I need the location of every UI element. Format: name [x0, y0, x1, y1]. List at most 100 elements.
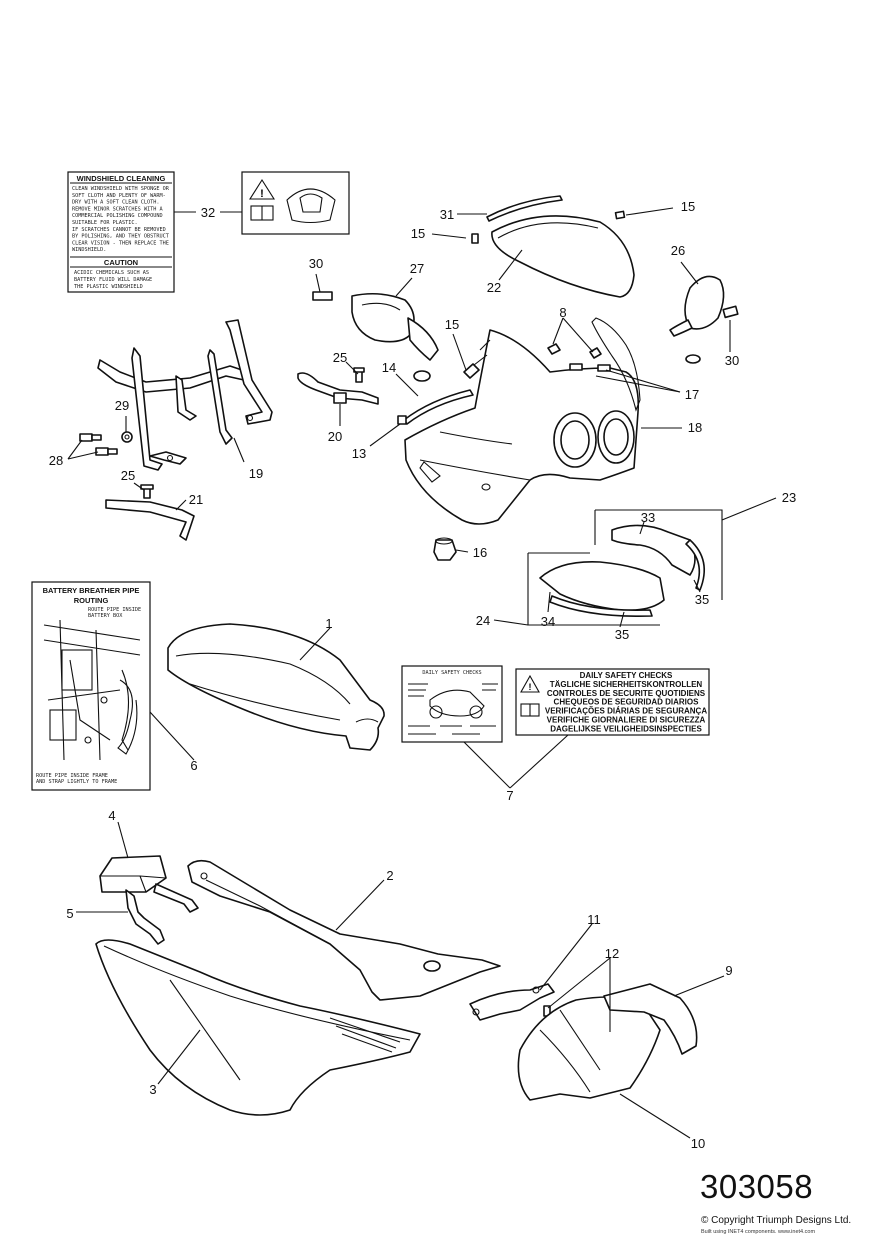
edge-trim-35b	[685, 539, 706, 591]
callout-7: 7	[506, 788, 513, 803]
mirror-right	[684, 275, 725, 330]
callout-16: 16	[473, 545, 487, 560]
label-line: SUITABLE FOR PLASTIC.	[72, 220, 138, 226]
battery-note-top-1: ROUTE PIPE INSIDE	[88, 607, 141, 613]
grommet-26	[685, 354, 701, 364]
clip-13	[397, 415, 407, 425]
svg-text:!: !	[529, 682, 532, 692]
callout-21: 21	[189, 492, 203, 507]
callout-35a: 35	[615, 627, 629, 642]
label-line: THE PLASTIC WINDSHIELD	[74, 284, 143, 290]
mirror-blank-30a	[312, 291, 333, 301]
windshield-cleaning-label: WINDSHIELD CLEANING CLEAN WINDSHIELD WIT…	[67, 171, 175, 293]
callout-34: 34	[541, 614, 555, 629]
motorcycle-icon	[429, 689, 485, 717]
leader-lines	[67, 207, 777, 1139]
battery-note-bottom-1: ROUTE PIPE INSIDE FRAME	[36, 773, 108, 779]
callout-3: 3	[149, 1082, 156, 1097]
safety-small-title: DAILY SAFETY CHECKS	[422, 670, 481, 676]
label-line: REMOVE MINOR SCRATCHES WITH A	[72, 206, 163, 212]
windshield-label-title: WINDSHIELD CLEANING	[77, 174, 166, 183]
callout-2: 2	[386, 868, 393, 883]
callout-18: 18	[688, 420, 702, 435]
callout-22: 22	[487, 280, 501, 295]
callout-28: 28	[49, 453, 63, 468]
clip-15	[463, 363, 480, 379]
label-line: COMMERCIAL POLISHING COMPOUND	[72, 213, 163, 219]
windscreen-trim	[486, 195, 563, 222]
label-line: CLEAN WINDSHIELD WITH SPONGE OR	[72, 186, 170, 192]
callout-19: 19	[249, 466, 263, 481]
callout-31: 31	[440, 207, 454, 222]
label-line: DRY WITH A SOFT CLEAN CLOTH.	[72, 200, 159, 206]
callout-29: 29	[115, 398, 129, 413]
callout-23: 23	[782, 490, 796, 505]
seat-rail-panel-2	[187, 859, 501, 1001]
callout-10: 10	[691, 1136, 705, 1151]
bracket-5	[125, 889, 165, 945]
upper-fairing	[404, 329, 640, 525]
bracket-20-block	[333, 392, 347, 404]
callout-30b: 30	[725, 353, 739, 368]
label-line: WINDSHIELD.	[72, 247, 106, 253]
callout-5: 5	[66, 906, 73, 921]
grommet-8b	[589, 347, 602, 359]
built-using-note: Built using INET4 components. www.inet4.…	[701, 1229, 816, 1235]
callout-8: 8	[559, 305, 566, 320]
label-line: IF SCRATCHES CANNOT BE REMOVED	[72, 227, 166, 233]
pipe-14	[403, 389, 474, 425]
mudguard-10	[517, 996, 661, 1101]
inner-panel-34	[539, 561, 665, 612]
label-line: BY POLISHING, AND THEY OBSTRUCT	[72, 234, 169, 240]
label-line: SOFT CLOTH AND PLENTY OF WARM-	[72, 193, 166, 199]
safety-check-small-label: DAILY SAFETY CHECKS	[401, 665, 503, 743]
callout-25a: 25	[333, 350, 347, 365]
callout-25b: 25	[121, 468, 135, 483]
nut-17a	[569, 363, 583, 371]
svg-text:!: !	[260, 188, 264, 200]
label-line: BATTERY FLUID WILL DAMAGE	[74, 277, 152, 283]
label-line: VERIFICHE GIORNALIERE DI SICUREZZA	[547, 716, 706, 725]
label-line: TÄGLICHE SICHERHEITSKONTROLLEN	[550, 680, 703, 689]
label-line: CLEAR VISION - THEN REPLACE THE	[72, 240, 169, 246]
bracket-11	[469, 983, 555, 1021]
bracket-21	[105, 499, 195, 541]
bolts-28	[79, 433, 118, 456]
battery-label-title-1: BATTERY BREATHER PIPE	[43, 586, 140, 595]
washer-29	[121, 431, 133, 443]
battery-note-top-2: BATTERY BOX	[88, 613, 123, 619]
callout-20: 20	[328, 429, 342, 444]
fastener-15b	[471, 233, 479, 244]
windshield-caution-title: CAUTION	[104, 258, 138, 267]
callout-32: 32	[201, 205, 215, 220]
mirror-left	[351, 292, 415, 343]
callout-9: 9	[725, 963, 732, 978]
label-line: VERIFICAÇÕES DIÁRIAS DE SEGURANÇA	[545, 707, 707, 716]
callout-17: 17	[685, 387, 699, 402]
callout-35b: 35	[695, 592, 709, 607]
callout-33: 33	[641, 510, 655, 525]
bracket-20	[297, 372, 379, 405]
warning-triangle-icon	[249, 178, 275, 200]
windshield-icon	[286, 188, 336, 224]
callout-27: 27	[410, 261, 424, 276]
callout-15c: 15	[445, 317, 459, 332]
inner-panel-33	[611, 524, 696, 576]
label-line: CONTROLES DE SECURITE QUOTIDIENS	[547, 689, 706, 698]
diagram-reference-number: 303058	[700, 1168, 814, 1205]
fastener-15a	[614, 210, 626, 220]
label-line: DAILY SAFETY CHECKS	[580, 671, 673, 680]
warning-pictogram-label: !	[241, 171, 350, 235]
nut-17b	[597, 364, 611, 372]
fairing-subframe	[97, 319, 273, 471]
bolt-25a	[353, 367, 365, 383]
warning-triangle-icon-2	[520, 674, 540, 693]
grommet-8a	[547, 343, 561, 355]
battery-label-title-2: ROUTING	[74, 596, 109, 605]
bracket-9	[603, 983, 698, 1055]
callout-15b: 15	[411, 226, 425, 241]
callout-24: 24	[476, 613, 490, 628]
